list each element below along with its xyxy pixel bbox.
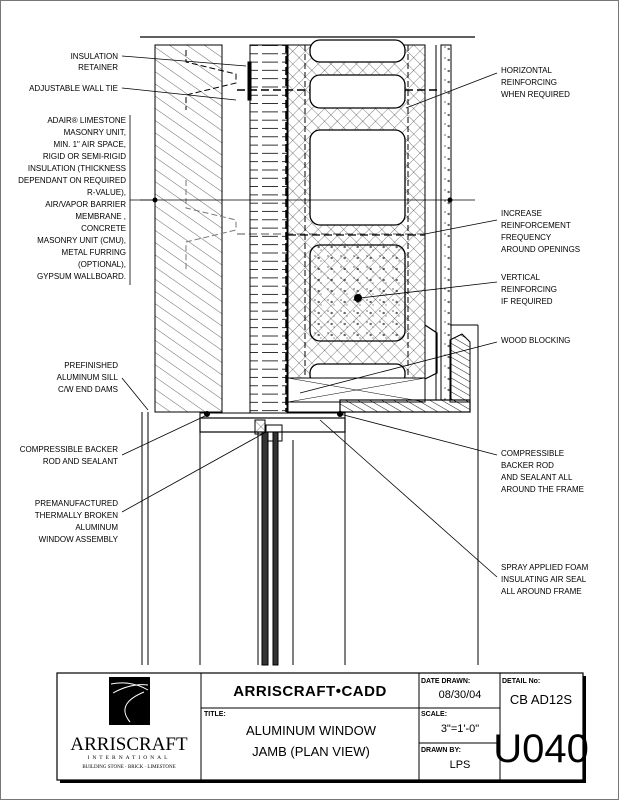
svg-text:ALUMINUM: ALUMINUM bbox=[75, 523, 118, 532]
scale-label: SCALE: bbox=[421, 711, 447, 718]
gypsum-wallboard bbox=[435, 44, 452, 401]
svg-text:PREMANUFACTURED: PREMANUFACTURED bbox=[35, 499, 118, 508]
svg-text:ADAIR® LIMESTONE: ADAIR® LIMESTONE bbox=[47, 116, 126, 125]
arriscraft-logo: ARRISCRAFT INTERNATIONAL BUILDING STONE … bbox=[70, 677, 188, 770]
svg-text:REINFORCING: REINFORCING bbox=[501, 78, 557, 87]
svg-text:FREQUENCY: FREQUENCY bbox=[501, 233, 552, 242]
drawn-by-label: DRAWN BY: bbox=[421, 747, 461, 754]
vertical-rebar bbox=[354, 294, 362, 302]
svg-text:WINDOW ASSEMBLY: WINDOW ASSEMBLY bbox=[39, 535, 119, 544]
svg-text:BUILDING STONE · BRICK · LIMES: BUILDING STONE · BRICK · LIMESTONE bbox=[82, 765, 175, 770]
svg-text:BACKER ROD: BACKER ROD bbox=[501, 461, 554, 470]
svg-text:THERMALLY BROKEN: THERMALLY BROKEN bbox=[35, 511, 119, 520]
detail-number: U040 bbox=[493, 727, 589, 771]
label-backer-rod-frame: COMPRESSIBLE BACKER ROD AND SEALANT ALL … bbox=[501, 449, 584, 494]
svg-text:MASONRY UNIT,: MASONRY UNIT, bbox=[64, 128, 126, 137]
drawn-by-value: LPS bbox=[450, 759, 471, 771]
svg-text:(OPTIONAL),: (OPTIONAL), bbox=[78, 260, 126, 269]
drawing-title-line2: JAMB (PLAN VIEW) bbox=[252, 744, 370, 759]
leader-lines bbox=[121, 55, 498, 578]
scale-value: 3"=1'-0" bbox=[441, 723, 479, 735]
svg-text:ROD AND SEALANT: ROD AND SEALANT bbox=[43, 457, 118, 466]
svg-text:MASONRY UNIT (CMU),: MASONRY UNIT (CMU), bbox=[37, 236, 126, 245]
svg-text:HORIZONTAL: HORIZONTAL bbox=[501, 66, 553, 75]
label-spray-foam: SPRAY APPLIED FOAM INSULATING AIR SEAL A… bbox=[501, 563, 589, 596]
svg-text:INCREASE: INCREASE bbox=[501, 209, 542, 218]
svg-text:ALL AROUND FRAME: ALL AROUND FRAME bbox=[501, 587, 582, 596]
svg-text:INSULATION: INSULATION bbox=[71, 52, 119, 61]
svg-text:INSULATION (THICKNESS: INSULATION (THICKNESS bbox=[28, 164, 126, 173]
title-block: ARRISCRAFT INTERNATIONAL BUILDING STONE … bbox=[56, 672, 589, 783]
limestone-unit bbox=[154, 44, 223, 413]
svg-text:INTERNATIONAL: INTERNATIONAL bbox=[88, 755, 171, 761]
rigid-insulation bbox=[249, 44, 288, 416]
svg-text:WHEN REQUIRED: WHEN REQUIRED bbox=[501, 90, 570, 99]
label-backer-rod: COMPRESSIBLE BACKER ROD AND SEALANT bbox=[20, 445, 118, 466]
svg-text:COMPRESSIBLE BACKER: COMPRESSIBLE BACKER bbox=[20, 445, 118, 454]
svg-text:REINFORCEMENT: REINFORCEMENT bbox=[501, 221, 571, 230]
svg-text:COMPRESSIBLE: COMPRESSIBLE bbox=[501, 449, 564, 458]
label-wall-assembly: ADAIR® LIMESTONE MASONRY UNIT, MIN. 1" A… bbox=[18, 116, 126, 281]
svg-text:ARRISCRAFT: ARRISCRAFT bbox=[70, 734, 188, 755]
svg-text:RIGID OR SEMI-RIGID: RIGID OR SEMI-RIGID bbox=[43, 152, 126, 161]
label-window-assembly: PREMANUFACTURED THERMALLY BROKEN ALUMINU… bbox=[35, 499, 119, 544]
svg-text:C/W END DAMS: C/W END DAMS bbox=[58, 385, 118, 394]
label-adjustable-wall-tie: ADJUSTABLE WALL TIE bbox=[29, 84, 118, 93]
svg-text:AIR/VAPOR BARRIER: AIR/VAPOR BARRIER bbox=[45, 200, 126, 209]
label-insulation-retainer: INSULATION RETAINER bbox=[71, 52, 119, 72]
svg-text:WOOD BLOCKING: WOOD BLOCKING bbox=[501, 336, 570, 345]
svg-text:MEMBRANE ,: MEMBRANE , bbox=[75, 212, 126, 221]
svg-text:VERTICAL: VERTICAL bbox=[501, 273, 541, 282]
svg-text:AROUND OPENINGS: AROUND OPENINGS bbox=[501, 245, 580, 254]
svg-text:METAL FURRING: METAL FURRING bbox=[62, 248, 126, 257]
date-value: 08/30/04 bbox=[439, 689, 482, 701]
concrete-masonry-unit bbox=[287, 39, 426, 385]
svg-text:MIN. 1" AIR SPACE,: MIN. 1" AIR SPACE, bbox=[54, 140, 127, 149]
date-label: DATE DRAWN: bbox=[421, 678, 470, 685]
svg-text:PREFINISHED: PREFINISHED bbox=[64, 361, 118, 370]
svg-text:IF REQUIRED: IF REQUIRED bbox=[501, 297, 553, 306]
cadd-heading: ARRISCRAFT•CADD bbox=[233, 683, 387, 700]
label-wood-blocking: WOOD BLOCKING bbox=[501, 336, 570, 345]
svg-text:DEPENDANT ON REQUIRED: DEPENDANT ON REQUIRED bbox=[18, 176, 126, 185]
label-aluminum-sill: PREFINISHED ALUMINUM SILL C/W END DAMS bbox=[57, 361, 119, 394]
label-horizontal-reinforcing: HORIZONTAL REINFORCING WHEN REQUIRED bbox=[501, 66, 570, 99]
detail-label: DETAIL No: bbox=[502, 678, 540, 685]
svg-text:ADJUSTABLE WALL TIE: ADJUSTABLE WALL TIE bbox=[29, 84, 118, 93]
svg-text:CONCRETE: CONCRETE bbox=[81, 224, 126, 233]
svg-text:R-VALUE),: R-VALUE), bbox=[87, 188, 126, 197]
svg-text:INSULATING AIR SEAL: INSULATING AIR SEAL bbox=[501, 575, 587, 584]
svg-text:AND SEALANT ALL: AND SEALANT ALL bbox=[501, 473, 573, 482]
wood-blocking bbox=[287, 324, 471, 413]
svg-text:AROUND THE FRAME: AROUND THE FRAME bbox=[501, 485, 584, 494]
svg-text:REINFORCING: REINFORCING bbox=[501, 285, 557, 294]
svg-text:GYPSUM WALLBOARD.: GYPSUM WALLBOARD. bbox=[37, 272, 126, 281]
label-increase-reinforcement: INCREASE REINFORCEMENT FREQUENCY AROUND … bbox=[501, 209, 580, 254]
title-label: TITLE: bbox=[204, 711, 226, 718]
svg-text:ALUMINUM SILL: ALUMINUM SILL bbox=[57, 373, 119, 382]
drawing-title-line1: ALUMINUM WINDOW bbox=[246, 723, 377, 738]
svg-text:RETAINER: RETAINER bbox=[78, 63, 118, 72]
svg-text:SPRAY APPLIED FOAM: SPRAY APPLIED FOAM bbox=[501, 563, 589, 572]
label-vertical-reinforcing: VERTICAL REINFORCING IF REQUIRED bbox=[501, 273, 557, 306]
detail-code: CB AD12S bbox=[510, 692, 572, 707]
